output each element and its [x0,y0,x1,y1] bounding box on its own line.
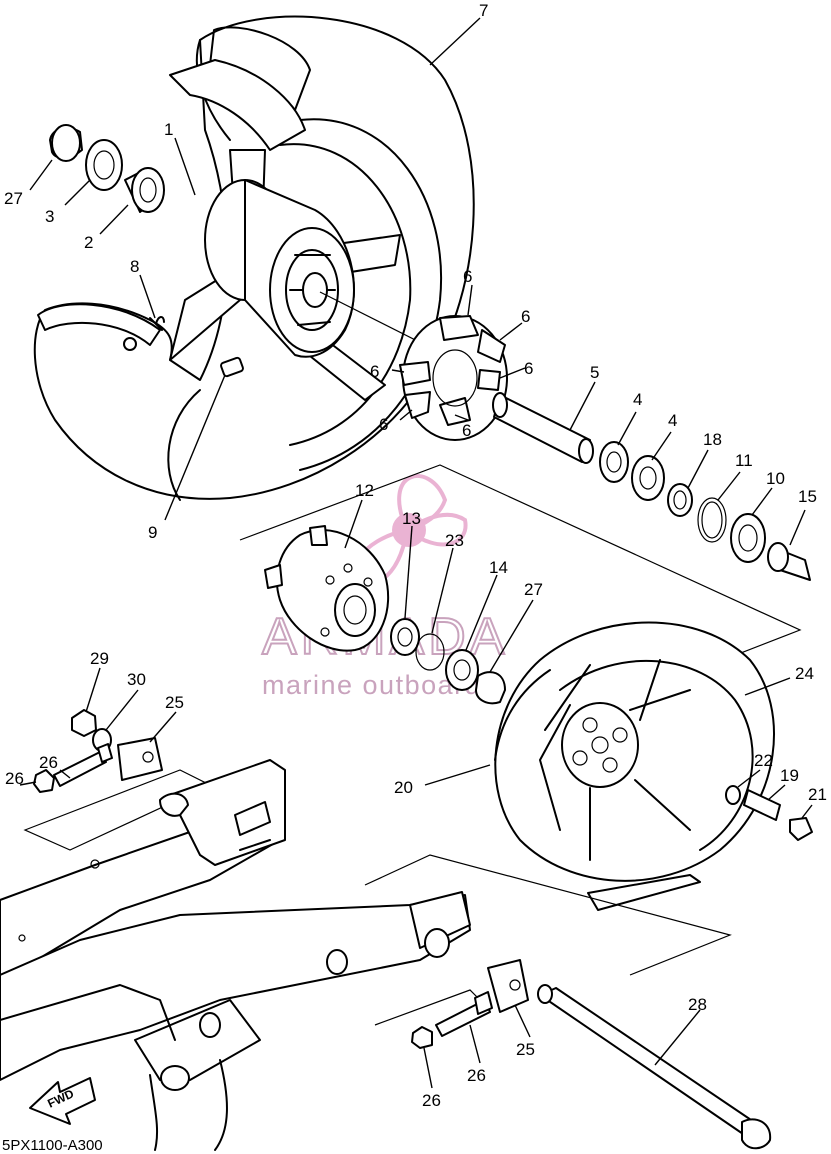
callout-6a: 6 [463,267,472,286]
callout-6c: 6 [370,362,379,381]
callout-30: 30 [127,670,146,689]
diagram-code: 5PX1100-A300 [2,1137,103,1154]
callout-17: 19 [780,766,799,785]
callout-labels: 7 1 27 3 2 8 9 6 6 6 6 6 6 5 4 4 18 11 1… [4,1,827,1110]
callout-4a: 4 [633,390,642,409]
callout-3: 3 [45,207,54,226]
callout-18: 20 [394,778,413,797]
callout-29: 29 [90,649,109,668]
callout-13: 11 [735,451,753,470]
drive-pulley [494,621,775,911]
pulley-bolts [725,785,813,841]
callout-25b: 26 [467,1066,486,1085]
hub-bearings [492,392,811,581]
plane-right [364,854,732,976]
callout-28: 28 [688,995,707,1014]
callout-22: 24 [795,664,814,683]
callout-7: 7 [479,1,488,20]
forward-arrow-icon: FWD [29,1077,96,1125]
left-adjuster [33,709,163,793]
callout-20: 22 [754,751,773,770]
callout-5: 5 [590,363,599,382]
callout-25a: 26 [39,753,58,772]
callout-10: 12 [355,481,374,500]
left-bearings [49,124,165,213]
right-adjuster [411,959,772,1150]
rear-wheel-assembly [33,15,475,501]
callout-23: 25 [516,1040,535,1059]
callout-11: 13 [402,509,421,528]
callout-19: 21 [808,785,827,804]
wheel-damper [399,315,508,441]
pulley-hub [264,525,506,705]
callout-6e: 6 [379,415,388,434]
callout-16: 18 [703,430,722,449]
callout-14: 14 [489,558,508,577]
callout-26a: 26 [5,769,24,788]
callout-8: 8 [130,257,139,276]
callout-2: 2 [84,233,93,252]
callout-6f: 6 [462,421,471,440]
callout-1: 1 [164,120,173,139]
callout-12: 10 [766,469,785,488]
callout-4b: 4 [668,411,677,430]
leader-lines [19,17,813,1089]
callout-24: 25 [165,693,184,712]
callout-21: 23 [445,531,464,550]
callout-27: 27 [4,189,23,208]
callout-26b: 26 [422,1091,441,1110]
callout-27b: 27 [524,580,543,599]
callout-6b: 6 [521,307,530,326]
armada-logo-icon [354,474,468,588]
callout-9: 9 [148,523,157,542]
callout-6d: 6 [524,359,533,378]
callout-15: 15 [798,487,817,506]
swing-arm [0,759,471,1151]
